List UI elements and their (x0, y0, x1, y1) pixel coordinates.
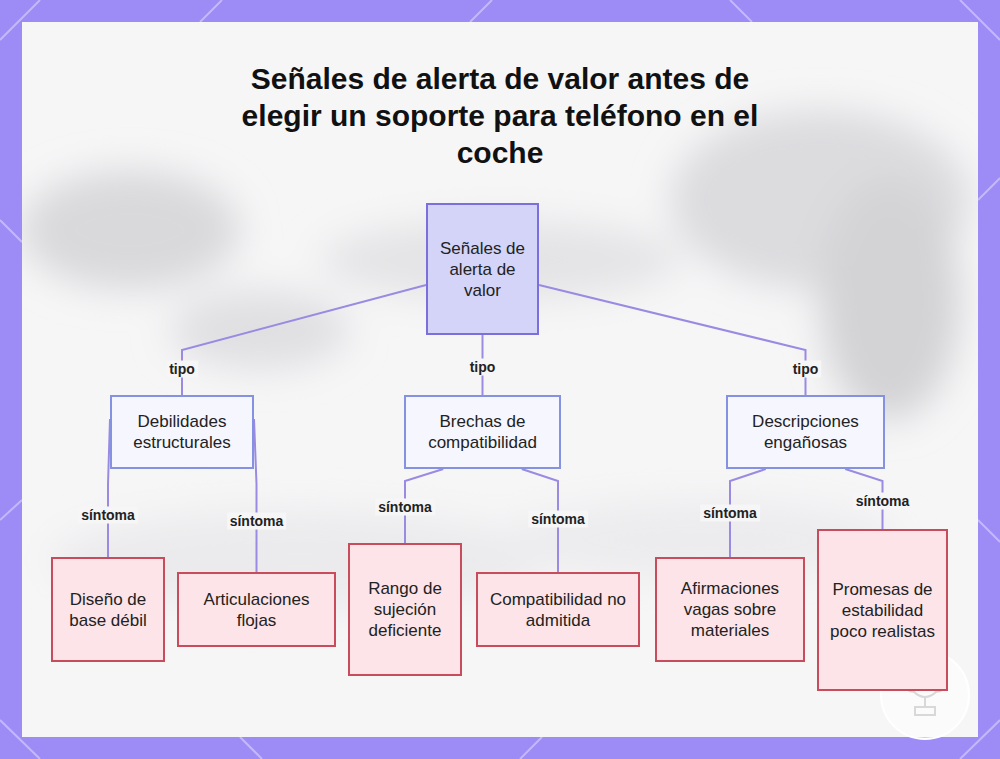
node-label: Descripciones engañosas (736, 411, 875, 453)
connector-label: síntoma (78, 506, 138, 523)
node-label: Debilidades estructurales (120, 411, 244, 453)
category-box: Debilidades estructurales (110, 395, 254, 469)
connector (539, 285, 806, 395)
connector-label: tipo (467, 359, 499, 376)
symptom-box: Promesas de estabilidad poco realistas (817, 529, 948, 691)
panel (22, 22, 978, 737)
node-label: Diseño de base débil (61, 589, 155, 631)
connector-label: síntoma (227, 512, 287, 529)
node-label: Compatibilidad no admitida (486, 589, 630, 631)
symptom-box: Rango de sujeción deficiente (348, 543, 462, 676)
connector-label: síntoma (528, 511, 588, 528)
node-label: Articulaciones flojas (187, 589, 326, 631)
symptom-box: Diseño de base débil (51, 557, 165, 662)
category-box: Brechas de compatibilidad (404, 395, 561, 469)
connector (182, 285, 426, 395)
connector-label: síntoma (853, 493, 913, 510)
node-label: Promesas de estabilidad poco realistas (827, 579, 938, 642)
connector-label: tipo (166, 360, 198, 377)
category-box: Descripciones engañosas (726, 395, 885, 469)
root-box: Señales de alerta de valor (426, 203, 539, 335)
connector-label: síntoma (700, 504, 760, 521)
connector (254, 419, 257, 572)
node-label: Rango de sujeción deficiente (358, 578, 452, 641)
node-label: Señales de alerta de valor (436, 238, 529, 301)
diagram-title: Señales de alerta de valor antes de eleg… (220, 60, 780, 171)
symptom-box: Compatibilidad no admitida (476, 572, 640, 647)
symptom-box: Articulaciones flojas (177, 572, 336, 647)
node-label: Afirmaciones vagas sobre materiales (665, 578, 795, 641)
symptom-box: Afirmaciones vagas sobre materiales (655, 557, 805, 662)
connector-label: síntoma (375, 499, 435, 516)
node-label: Brechas de compatibilidad (414, 411, 551, 453)
connector-label: tipo (790, 360, 822, 377)
